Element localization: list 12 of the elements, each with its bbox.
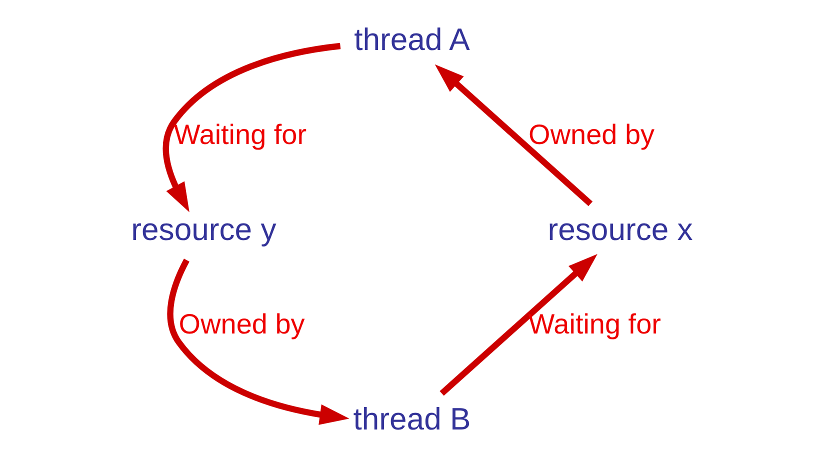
arrow — [162, 42, 340, 212]
edge-label: Waiting for — [528, 308, 660, 340]
node-text: thread B — [352, 401, 470, 436]
edge-label: Owned by — [528, 119, 654, 150]
arrow — [434, 64, 592, 206]
node-text: thread A — [354, 22, 470, 58]
arrow — [166, 258, 349, 425]
arrow — [439, 254, 597, 396]
edge-label: Waiting for — [173, 119, 306, 150]
node-text: resource y — [130, 212, 276, 247]
node-text: resource x — [547, 212, 692, 247]
edge-label: Owned by — [178, 308, 304, 340]
